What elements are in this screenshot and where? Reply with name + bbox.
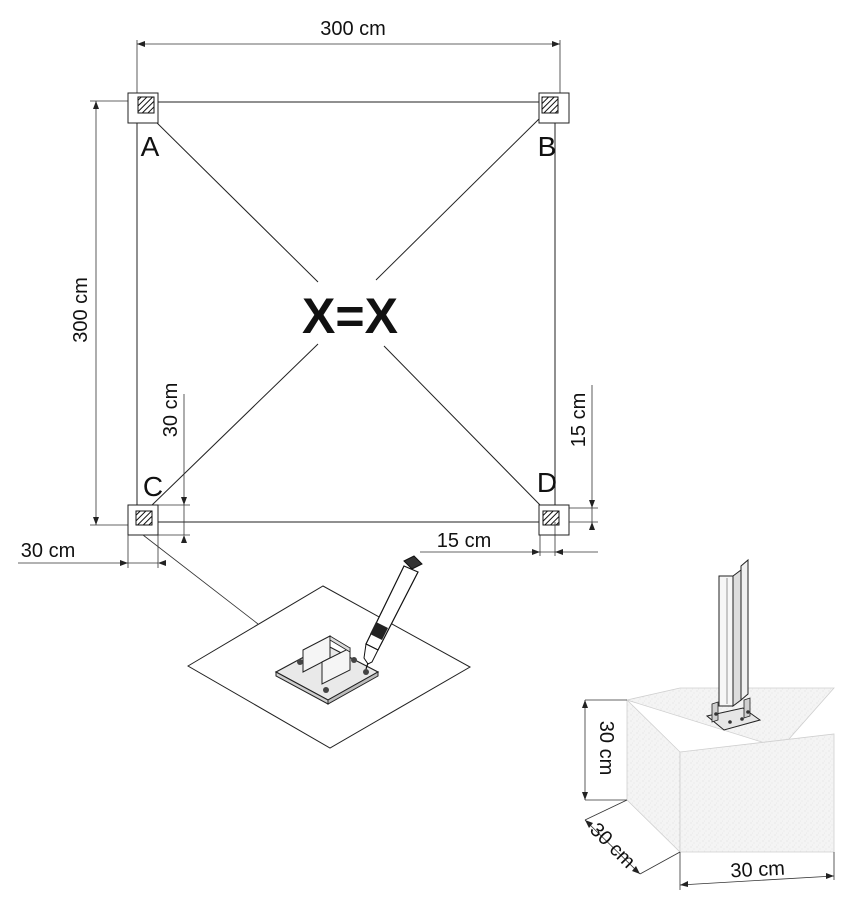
steel-post-icon xyxy=(705,558,762,731)
d-horizontal-label: 15 cm xyxy=(437,530,491,552)
corner-c-marker xyxy=(127,504,159,536)
top-width-label: 300 cm xyxy=(320,18,386,40)
left-height-label: 300 cm xyxy=(70,277,92,343)
marking-detail xyxy=(142,534,472,749)
c-horizontal-label: 30 cm xyxy=(21,540,75,562)
corner-d-label: D xyxy=(537,467,557,498)
diagonal-b-c xyxy=(375,115,543,281)
block-width-label: 30 cm xyxy=(730,858,786,883)
diagonal-a-d-lower xyxy=(383,345,543,508)
c-vertical-label: 30 cm xyxy=(160,383,182,437)
d-horizontal-dimension: 15 cm xyxy=(420,522,598,556)
block-front-face xyxy=(679,733,835,853)
plan-view: 300 cm 300 cm A B xyxy=(18,18,598,568)
block-depth-label: 30 cm xyxy=(585,819,639,873)
corner-b-marker xyxy=(538,92,570,124)
detail-leader-line xyxy=(142,534,259,625)
hatched-post-marker-icon xyxy=(542,510,560,526)
concrete-block-icon xyxy=(625,687,835,853)
block-height-label: 30 cm xyxy=(595,721,617,775)
corner-d-marker xyxy=(538,504,570,536)
left-dimension: 300 cm xyxy=(70,100,135,526)
hatched-post-marker-icon xyxy=(541,96,559,114)
corner-a-label: A xyxy=(141,131,160,162)
marker-pen-icon xyxy=(363,555,423,670)
d-vertical-label: 15 cm xyxy=(568,393,590,447)
concrete-block-detail: 30 cm 30 cm 30 cm xyxy=(582,558,835,890)
top-dimension: 300 cm xyxy=(136,18,561,96)
corner-a-marker xyxy=(127,92,159,124)
hatched-post-marker-icon xyxy=(135,510,153,526)
block-left-face xyxy=(626,699,681,853)
post-base-plate-icon xyxy=(274,635,380,705)
block-height-dimension: 30 cm xyxy=(582,699,627,801)
c-vertical-dimension: 30 cm xyxy=(158,383,190,543)
d-vertical-dimension: 15 cm xyxy=(568,385,598,530)
block-width-dimension: 30 cm xyxy=(679,852,835,890)
corner-b-label: B xyxy=(538,131,557,162)
diagonal-b-c-lower xyxy=(149,343,319,508)
hatched-post-marker-icon xyxy=(137,96,155,114)
diagonal-a-d xyxy=(149,115,319,283)
corner-c-label: C xyxy=(143,471,163,502)
layout-square xyxy=(136,101,556,523)
diagonal-equation: X=X xyxy=(302,288,398,344)
c-horizontal-dimension: 30 cm xyxy=(18,535,166,568)
